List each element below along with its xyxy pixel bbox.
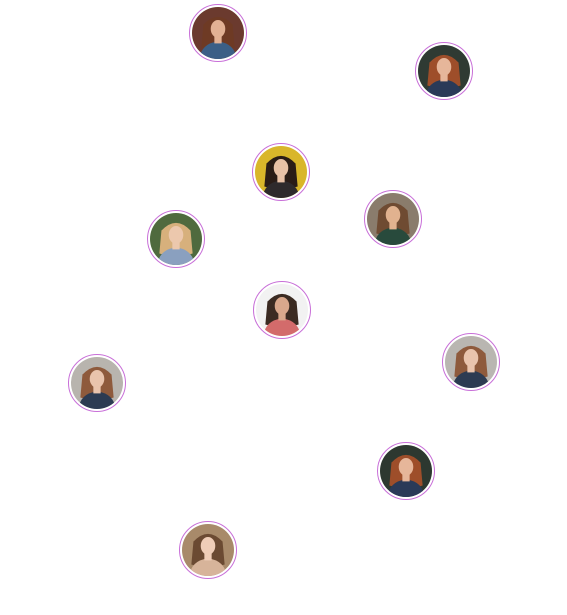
neck <box>278 312 286 321</box>
neck <box>440 73 448 82</box>
avatar-photo <box>255 146 307 198</box>
avatar-photo <box>256 284 308 336</box>
avatar-photo <box>418 45 470 97</box>
avatar-woman-dark-hair-yellow[interactable] <box>252 143 310 201</box>
clothing <box>425 79 463 97</box>
clothing <box>78 391 116 409</box>
face <box>210 20 226 38</box>
clothing <box>387 479 425 497</box>
avatar-photo <box>182 524 234 576</box>
neck <box>172 241 180 250</box>
face <box>273 159 289 177</box>
avatar-woman-smiling-green-sweater[interactable] <box>364 190 422 248</box>
clothing <box>157 247 195 265</box>
avatar-photo <box>445 336 497 388</box>
neck <box>214 35 222 44</box>
neck <box>277 174 285 183</box>
clothing <box>374 227 412 245</box>
avatar-woman-long-hair-denim-left[interactable] <box>68 354 126 412</box>
face <box>168 226 184 244</box>
clothing <box>452 370 490 388</box>
avatar-photo <box>367 193 419 245</box>
avatar-man-bearded-plaid[interactable] <box>253 281 311 339</box>
face <box>385 206 401 224</box>
avatar-woman-beige-coat[interactable] <box>179 521 237 579</box>
clothing <box>263 318 301 336</box>
avatar-photo <box>192 7 244 59</box>
face <box>398 458 414 476</box>
neck <box>204 552 212 561</box>
neck <box>402 473 410 482</box>
avatar-photo <box>71 357 123 409</box>
avatar-woman-long-hair-denim-right[interactable] <box>442 333 500 391</box>
neck <box>93 385 101 394</box>
clothing <box>199 41 237 59</box>
neck <box>389 221 397 230</box>
face <box>436 58 452 76</box>
avatar-woman-redhead-hat-flowers-2[interactable] <box>377 442 435 500</box>
avatar-photo <box>150 213 202 265</box>
avatar-woman-redhead-hat-flowers[interactable] <box>415 42 473 100</box>
face <box>274 297 290 315</box>
avatar-woman-curly-denim[interactable] <box>189 4 247 62</box>
avatar-woman-blonde-hat[interactable] <box>147 210 205 268</box>
clothing <box>262 180 300 198</box>
avatar-photo <box>380 445 432 497</box>
neck <box>467 364 475 373</box>
clothing <box>189 558 227 576</box>
face <box>463 349 479 367</box>
face <box>200 537 216 555</box>
face <box>89 370 105 388</box>
